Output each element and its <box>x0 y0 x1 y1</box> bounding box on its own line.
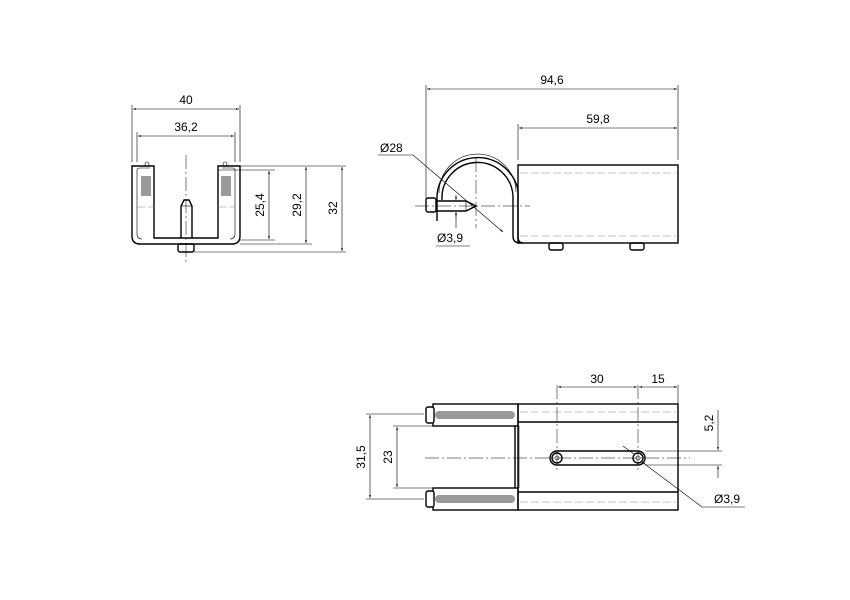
dim-overall-width: 40 <box>179 93 193 107</box>
top-view: 30 15 5,2 Ø3,9 31,5 23 <box>354 372 745 511</box>
dim-slot-width: 5,2 <box>702 414 716 431</box>
dim-height-overall: 32 <box>326 201 340 215</box>
dim-inner-span: 23 <box>381 450 395 464</box>
dim-slot-spacing: 30 <box>590 372 604 386</box>
front-view: 40 36,2 25,4 29, <box>131 93 346 262</box>
dim-outer-span: 31,5 <box>354 445 368 469</box>
dim-body-length: 59,8 <box>586 112 610 126</box>
side-view: 94,6 59,8 Ø28 Ø3,9 <box>378 73 679 251</box>
dim-height-mid: 29,2 <box>290 193 304 217</box>
dim-overall-length: 94,6 <box>540 73 564 87</box>
dim-clamp-diameter: Ø28 <box>380 141 403 155</box>
dim-pin-diameter: Ø3,9 <box>437 231 463 245</box>
dim-hole-diameter: Ø3,9 <box>714 492 740 506</box>
dim-edge-offset: 15 <box>651 372 665 386</box>
dim-inner-width: 36,2 <box>174 120 198 134</box>
dim-height-inner: 25,4 <box>253 193 267 217</box>
